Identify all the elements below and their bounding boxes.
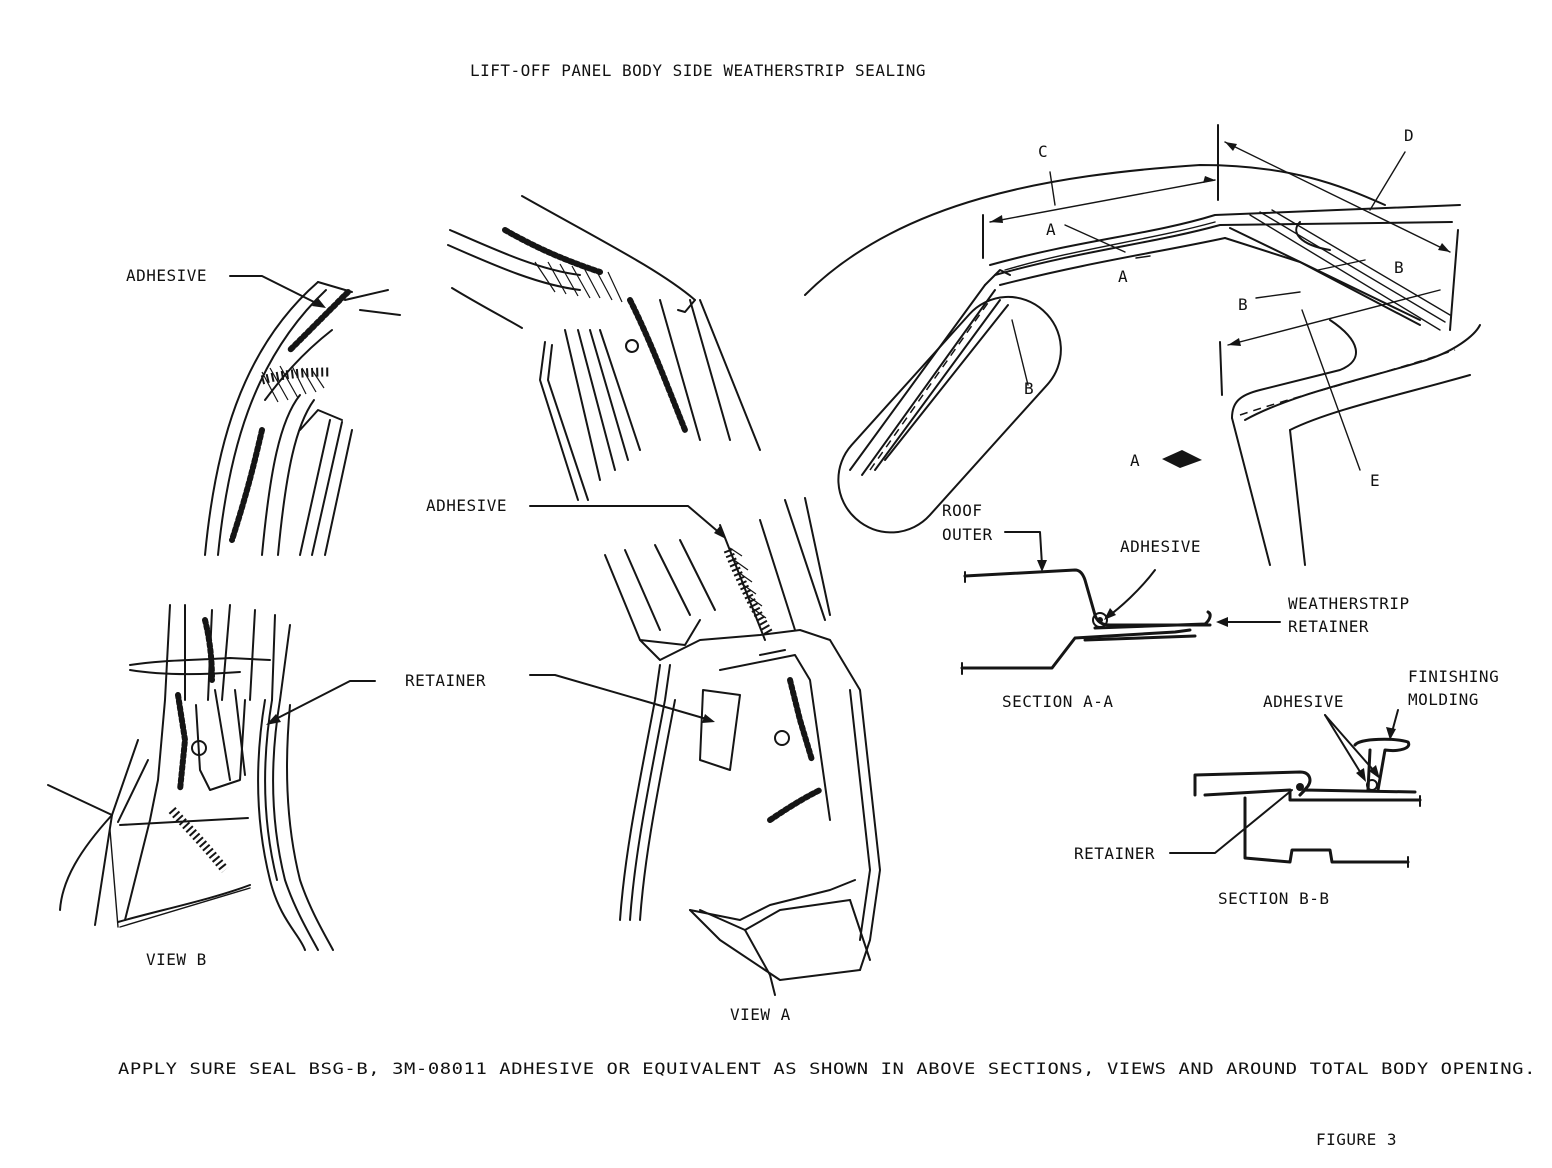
- retainer-label-view-b: RETAINER: [405, 671, 486, 690]
- roof-outer-label-line2: OUTER: [942, 525, 993, 544]
- finishing-molding-label-line1: FINISHING: [1408, 667, 1499, 686]
- retainer-leader-view-b: [266, 680, 376, 725]
- section-bb-illustration: [1193, 737, 1422, 868]
- roof-outer-label-line1: ROOF: [942, 501, 983, 520]
- section-aa-caption: SECTION A-A: [1002, 692, 1113, 711]
- roof-opening-overview-illustration: [804, 164, 1481, 566]
- adhesive-label-view-a: ADHESIVE: [426, 496, 507, 515]
- section-label-a-top: A: [1046, 220, 1056, 239]
- view-label-b-oval: B: [1024, 379, 1034, 398]
- adhesive-leader-view-a: [529, 505, 726, 539]
- section-bb-caption: SECTION B-B: [1218, 889, 1329, 908]
- section-aa-illustration: [960, 568, 1212, 675]
- view-a-illustration: [604, 497, 881, 996]
- weatherstrip-retainer-label-line2: RETAINER: [1288, 617, 1369, 636]
- view-label-a-arrow: A: [1130, 451, 1140, 470]
- adhesive-leader-top-left: [229, 275, 326, 308]
- section-label-b-left: B: [1238, 295, 1248, 314]
- view-b-illustration: [47, 604, 334, 951]
- application-note: APPLY SURE SEAL BSG-B, 3M-08011 ADHESIVE…: [118, 1059, 1536, 1078]
- dimension-label-e: E: [1370, 471, 1380, 490]
- section-bb-leaders: [1169, 709, 1399, 854]
- section-aa-leaders: [1004, 531, 1281, 627]
- drawing-title: LIFT-OFF PANEL BODY SIDE WEATHERSTRIP SE…: [470, 61, 926, 80]
- view-a-caption: VIEW A: [730, 1005, 791, 1024]
- section-label-a-mid: A: [1118, 267, 1128, 286]
- adhesive-label-top-left: ADHESIVE: [126, 266, 207, 285]
- figure-number: FIGURE 3: [1316, 1130, 1397, 1149]
- finishing-molding-label-line2: MOLDING: [1408, 690, 1479, 709]
- dimension-label-d: D: [1404, 126, 1414, 145]
- top-middle-detail-illustration: [447, 195, 761, 501]
- adhesive-label-section-bb: ADHESIVE: [1263, 692, 1344, 711]
- retainer-label-section-bb: RETAINER: [1074, 844, 1155, 863]
- view-b-caption: VIEW B: [146, 950, 207, 969]
- retainer-leader-view-a: [529, 674, 715, 723]
- weatherstrip-retainer-label-line1: WEATHERSTRIP: [1288, 594, 1410, 613]
- dimension-label-c: C: [1038, 142, 1048, 161]
- top-left-detail-illustration: [204, 281, 401, 556]
- adhesive-label-section-aa: ADHESIVE: [1120, 537, 1201, 556]
- view-a-direction-arrow: [1162, 450, 1202, 468]
- dimension-lines: [982, 124, 1459, 471]
- section-label-b-right: B: [1394, 258, 1404, 277]
